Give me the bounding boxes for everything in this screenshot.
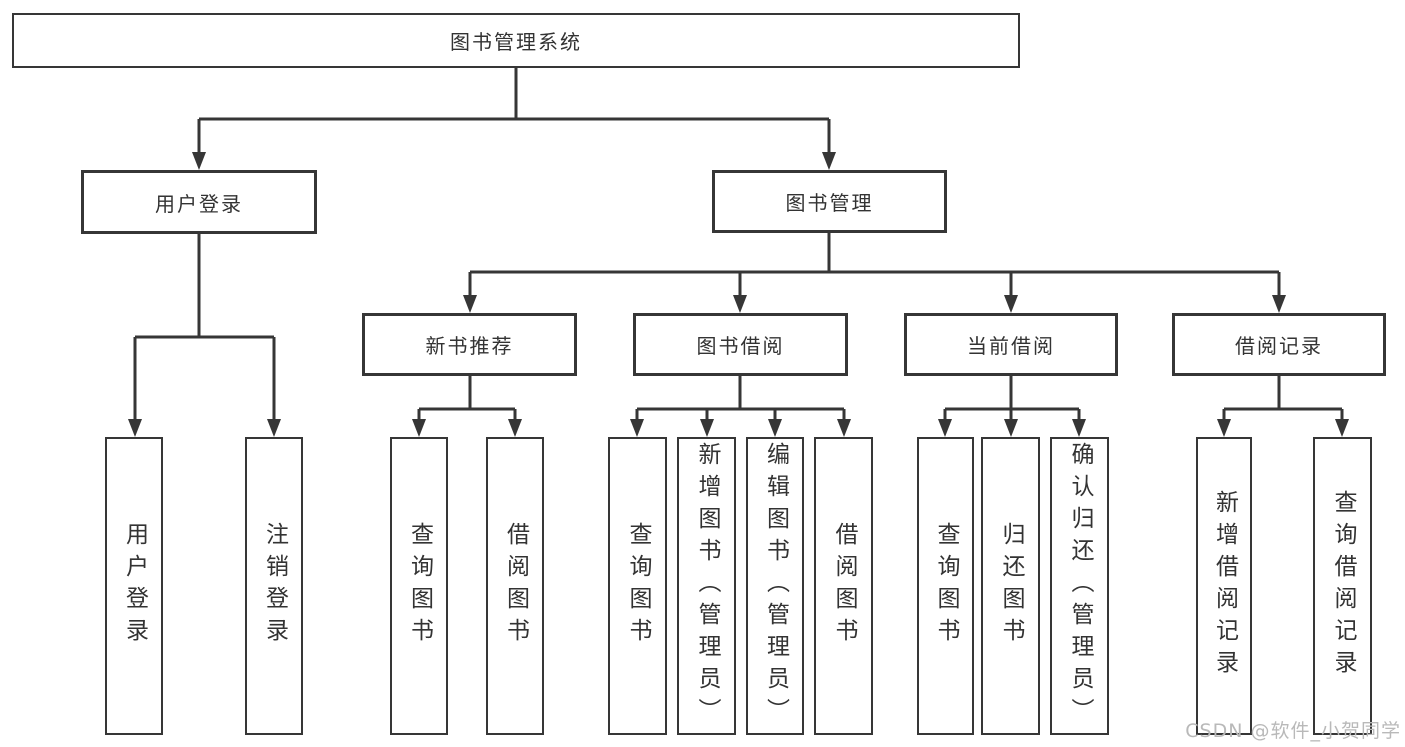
node-label: 图书管理 bbox=[785, 191, 874, 215]
node-label: 当前借阅 bbox=[967, 334, 1055, 358]
arrowhead bbox=[508, 419, 522, 437]
leaf-label: 确认归还（管理员） bbox=[1067, 442, 1093, 730]
arrowhead bbox=[192, 152, 206, 170]
leaf-edit-books-admin: 编辑图书（管理员） bbox=[746, 437, 804, 735]
arrowhead bbox=[733, 295, 747, 313]
leaf-label: 查询借阅记录 bbox=[1330, 490, 1356, 682]
leaf-label: 注销登录 bbox=[261, 522, 288, 650]
node-label: 图书借阅 bbox=[696, 334, 785, 358]
node-label: 用户登录 bbox=[155, 191, 243, 216]
node-user-login: 用户登录 bbox=[81, 170, 317, 234]
leaf-query-borrow-record: 查询借阅记录 bbox=[1313, 437, 1372, 735]
leaf-query-books-current: 查询图书 bbox=[917, 437, 974, 735]
arrowhead bbox=[412, 419, 426, 437]
leaf-query-books-recommend: 查询图书 bbox=[390, 437, 448, 735]
edge-borrow-split bbox=[635, 376, 846, 420]
leaf-label: 用户登录 bbox=[121, 522, 148, 650]
leaf-label: 查询图书 bbox=[406, 522, 433, 650]
leaf-user-login: 用户登录 bbox=[105, 437, 163, 735]
csdn-watermark: CSDN @软件_小贺同学 bbox=[1185, 720, 1401, 742]
arrowhead bbox=[463, 295, 477, 313]
edge-current-split bbox=[943, 376, 1081, 420]
leaf-label: 查询图书 bbox=[933, 522, 959, 650]
arrowhead bbox=[938, 419, 952, 437]
arrowhead bbox=[267, 419, 281, 437]
node-label: 借阅记录 bbox=[1235, 334, 1323, 358]
node-current-borrowing: 当前借阅 bbox=[904, 313, 1118, 376]
arrowhead bbox=[768, 419, 782, 437]
arrowhead bbox=[822, 152, 836, 170]
leaf-label: 归还图书 bbox=[998, 522, 1024, 650]
node-label: 新书推荐 bbox=[425, 334, 514, 358]
leaf-logout: 注销登录 bbox=[245, 437, 303, 735]
leaf-add-borrow-record: 新增借阅记录 bbox=[1196, 437, 1252, 735]
leaf-add-books-admin: 新增图书（管理员） bbox=[677, 437, 736, 735]
leaf-borrow-books-recommend: 借阅图书 bbox=[486, 437, 544, 735]
arrowhead bbox=[1004, 419, 1018, 437]
node-new-book-recommendation: 新书推荐 bbox=[362, 313, 577, 376]
edge-user-login-split bbox=[133, 234, 276, 420]
node-label: 图书管理系统 bbox=[450, 30, 582, 54]
node-borrowing-records: 借阅记录 bbox=[1172, 313, 1386, 376]
edge-root-split bbox=[197, 68, 831, 153]
leaf-return-books: 归还图书 bbox=[981, 437, 1040, 735]
leaf-label: 编辑图书（管理员） bbox=[762, 442, 789, 730]
edge-recommend-split bbox=[417, 376, 517, 420]
arrowhead bbox=[1004, 295, 1018, 313]
node-book-management: 图书管理 bbox=[712, 170, 947, 233]
leaf-query-books-borrow: 查询图书 bbox=[608, 437, 667, 735]
arrowhead bbox=[1072, 419, 1086, 437]
arrowhead bbox=[1335, 419, 1349, 437]
arrowhead bbox=[128, 419, 142, 437]
leaf-label: 新增图书（管理员） bbox=[694, 442, 720, 730]
arrowhead bbox=[837, 419, 851, 437]
arrowhead bbox=[1272, 295, 1286, 313]
edge-records-split bbox=[1222, 376, 1344, 420]
leaf-label: 借阅图书 bbox=[831, 522, 857, 650]
arrowhead bbox=[1217, 419, 1231, 437]
leaf-label: 新增借阅记录 bbox=[1211, 490, 1238, 682]
leaf-label: 借阅图书 bbox=[502, 522, 529, 650]
leaf-label: 查询图书 bbox=[625, 522, 651, 650]
arrowhead bbox=[700, 419, 714, 437]
node-book-borrowing: 图书借阅 bbox=[633, 313, 848, 376]
leaf-borrow-books: 借阅图书 bbox=[814, 437, 873, 735]
leaf-confirm-return-admin: 确认归还（管理员） bbox=[1050, 437, 1109, 735]
edge-book-mgmt-split bbox=[468, 233, 1281, 296]
arrowhead bbox=[630, 419, 644, 437]
node-library-management-system: 图书管理系统 bbox=[12, 13, 1020, 68]
